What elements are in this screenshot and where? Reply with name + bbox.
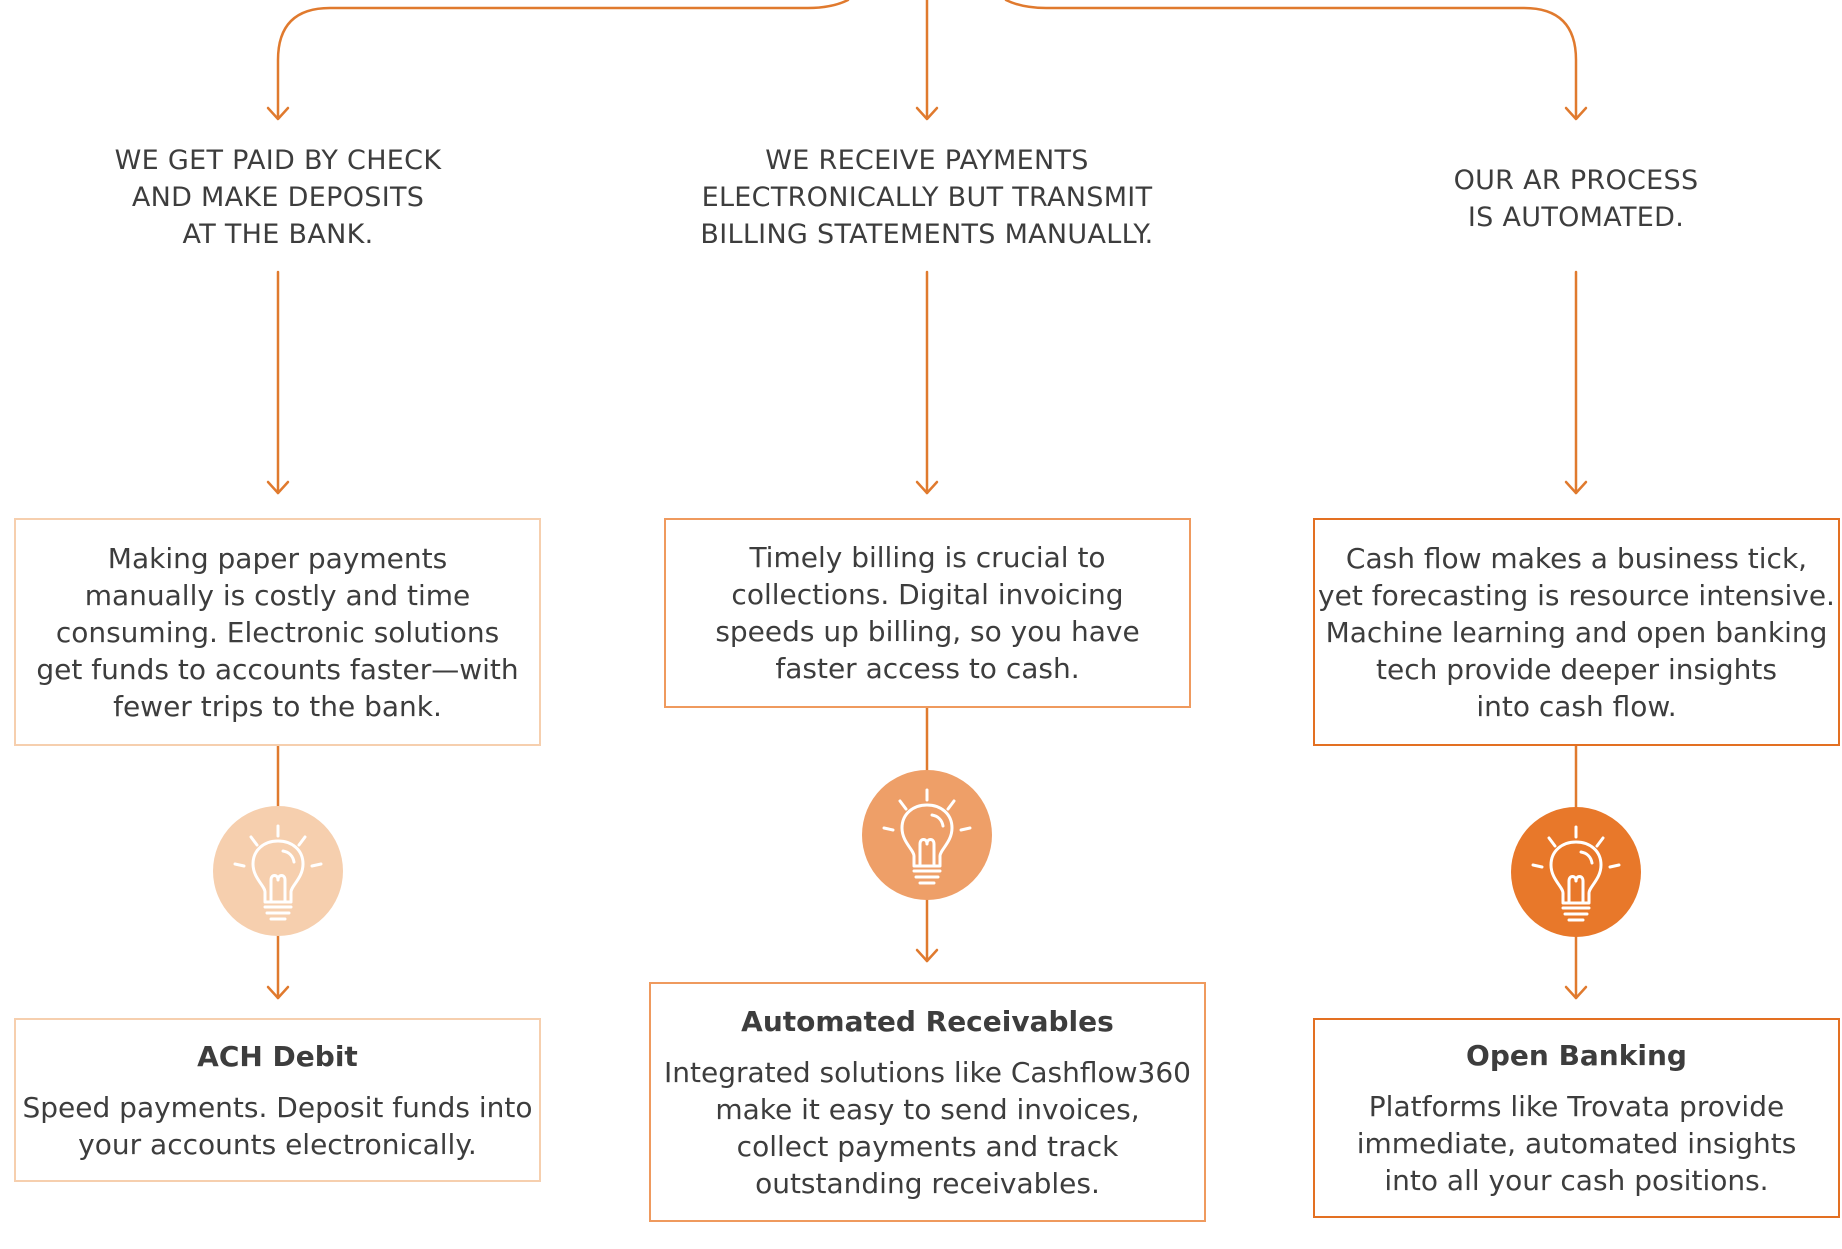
question-text-1: WE GET PAID BY CHECK AND MAKE DEPOSITS A… [78,142,478,253]
solution-box-2: Automated Receivables Integrated solutio… [649,982,1206,1222]
branch-line-right [1004,0,1578,120]
arrowhead-right-top [1564,106,1588,121]
question-1-line-1: WE GET PAID BY CHECK [114,145,442,176]
insight-1-line-2: manually is costly and time [84,578,471,612]
insight-2-line-1: Timely billing is crucial to [749,541,1106,574]
insight-3-line-1: Cash flow makes a business tick, [1345,541,1808,575]
lightbulb-icon-2 [862,770,992,900]
question-text-3: OUR AR PROCESS IS AUTOMATED. [1376,162,1776,236]
branch-line-left [276,0,850,120]
solution-2-line-3: collect payments and track [736,1129,1119,1163]
insight-3-line-4: tech provide deeper insights [1376,652,1777,686]
solution-3-title: Open Banking [1466,1039,1687,1072]
arrowhead-center-top [915,106,939,121]
solution-1-title: ACH Debit [197,1039,358,1073]
question-3-line-1: OUR AR PROCESS [1453,165,1699,196]
solution-2-line-4: outstanding receivables. [755,1166,1100,1200]
insight-3-line-2: yet forecasting is resource intensive. [1318,578,1835,612]
arrowhead-center-mid [915,480,939,495]
insight-3-line-5: into cash flow. [1476,689,1677,723]
solution-3-line-2: immediate, automated insights [1356,1127,1797,1160]
solution-3-line-1: Platforms like Trovata provide [1368,1090,1785,1123]
insight-2-line-3: speeds up billing, so you have [715,615,1140,648]
arrowhead-center-bottom [915,948,939,963]
solution-1-line-1: Speed payments. Deposit funds into [22,1090,533,1124]
solution-2-line-1: Integrated solutions like Cashflow360 [664,1055,1191,1089]
arrowhead-left-top [266,106,290,121]
solution-box-1: ACH Debit Speed payments. Deposit funds … [14,1018,541,1182]
solution-2-title: Automated Receivables [741,1004,1114,1038]
insight-1-line-5: fewer trips to the bank. [113,689,442,723]
insight-box-2: Timely billing is crucial to collections… [664,518,1191,708]
question-2-line-1: WE RECEIVE PAYMENTS [765,145,1089,176]
lightbulb-icon-3 [1511,807,1641,937]
question-2-line-2: ELECTRONICALLY BUT TRANSMIT [701,182,1153,213]
insight-box-1: Making paper payments manually is costly… [14,518,541,746]
solution-box-3: Open Banking Platforms like Trovata prov… [1313,1018,1840,1218]
question-1-line-3: AT THE BANK. [182,219,374,250]
insight-1-line-3: consuming. Electronic solutions [55,615,500,649]
insight-box-3: Cash flow makes a business tick, yet for… [1313,518,1840,746]
insight-1-line-4: get funds to accounts faster—with [36,652,519,686]
question-2-line-3: BILLING STATEMENTS MANUALLY. [700,219,1154,250]
lightbulb-icon-1 [213,806,343,936]
insight-2-line-2: collections. Digital invoicing [731,578,1124,611]
insight-1-line-1: Making paper payments [107,541,448,575]
insight-2-line-4: faster access to cash. [775,652,1080,685]
arrowhead-right-mid [1564,480,1588,495]
insight-3-line-3: Machine learning and open banking [1325,615,1828,649]
question-3-line-2: IS AUTOMATED. [1467,202,1685,233]
solution-3-line-3: into all your cash positions. [1384,1164,1769,1197]
arrowhead-left-mid [266,480,290,495]
solution-1-line-2: your accounts electronically. [78,1127,477,1161]
arrowhead-left-bottom [266,985,290,1000]
solution-2-line-2: make it easy to send invoices, [715,1092,1140,1126]
arrowhead-right-bottom [1564,985,1588,1000]
question-1-line-2: AND MAKE DEPOSITS [131,182,425,213]
question-text-2: WE RECEIVE PAYMENTS ELECTRONICALLY BUT T… [667,142,1187,253]
